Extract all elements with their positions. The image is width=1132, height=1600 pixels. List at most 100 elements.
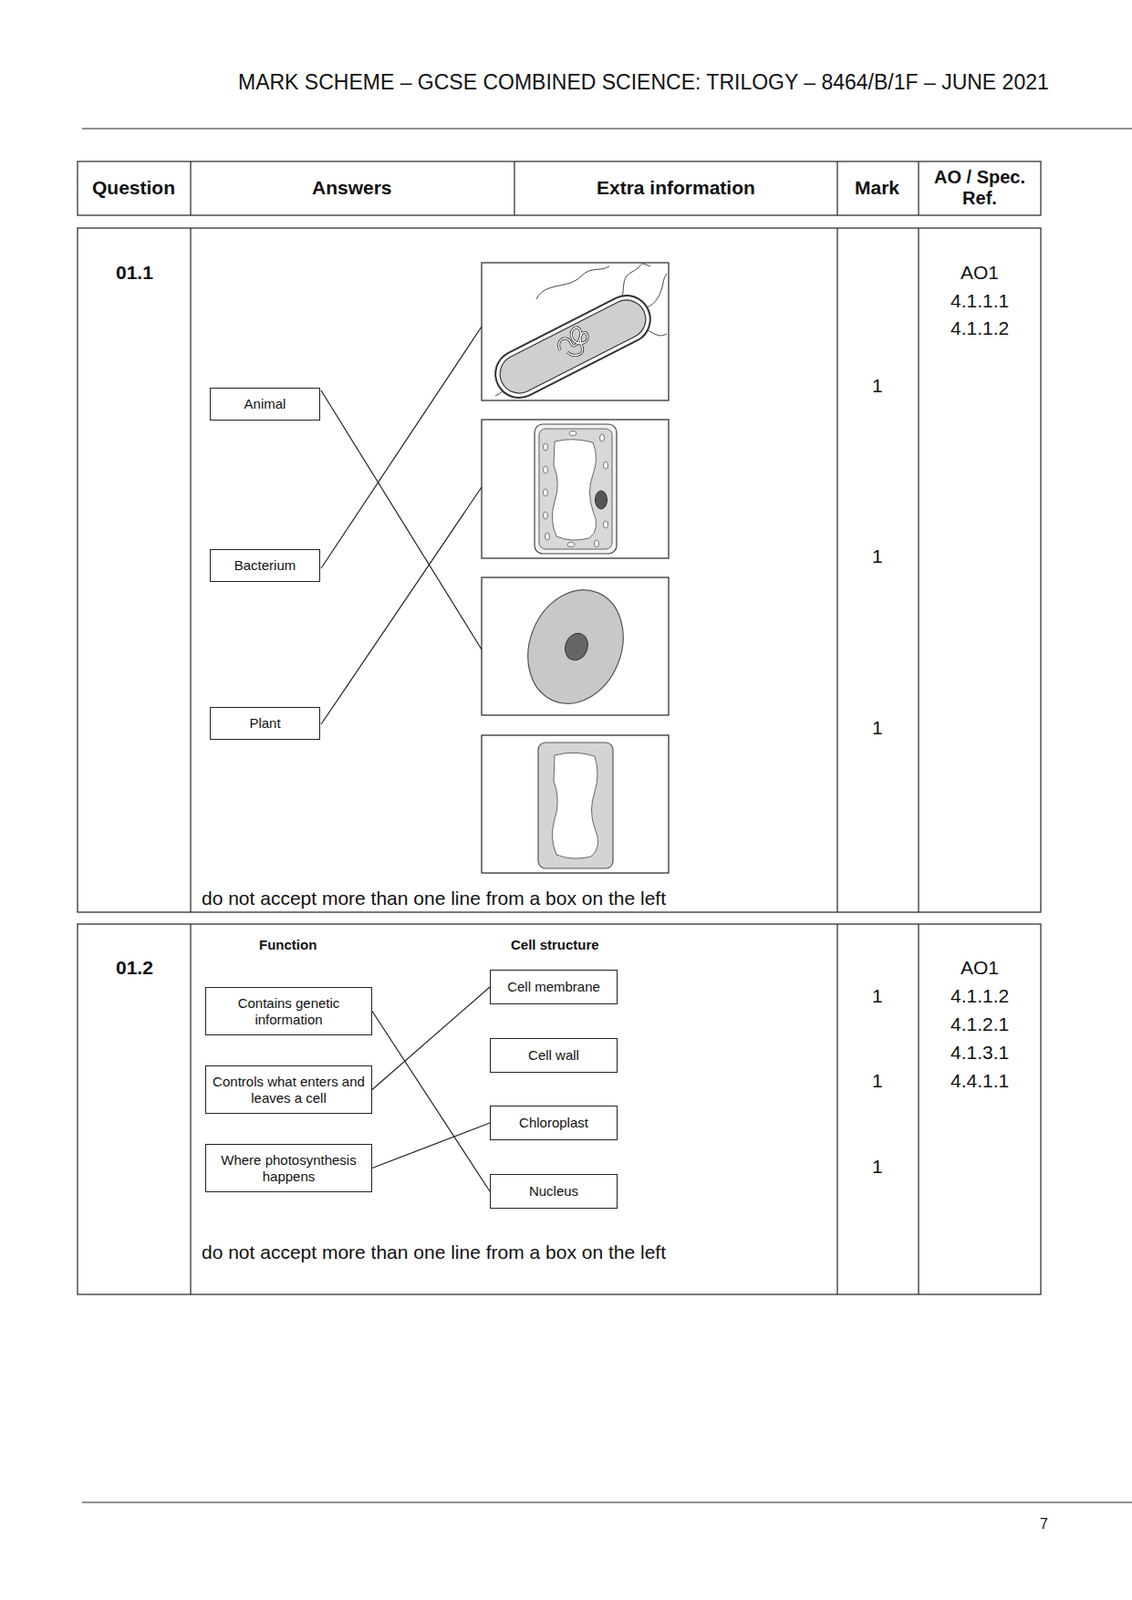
chloroplast (543, 511, 549, 520)
vacuole (551, 439, 596, 541)
picture-frame (481, 735, 669, 873)
column-line (836, 228, 838, 913)
label-text: 4.1.1.1 (950, 290, 1009, 312)
answer-box: Nucleus (489, 1173, 618, 1209)
chloroplast (545, 532, 551, 541)
chloroplast (594, 540, 600, 548)
bacterium-picture (481, 262, 669, 406)
column-line (189, 228, 191, 913)
answer-box: Animal (209, 387, 321, 421)
label-text: 4.1.2.1 (950, 1013, 1009, 1036)
column-line (917, 924, 919, 1295)
box-text: Animal (244, 395, 287, 412)
table-header (77, 161, 1041, 216)
label-text: Answers (311, 176, 393, 199)
cytoplasm (539, 428, 613, 550)
column-line (917, 228, 919, 913)
box-text: Plant (249, 715, 281, 731)
matching-line (372, 1122, 490, 1169)
plant-cell-picture (481, 419, 669, 559)
label-text: 1 (872, 1155, 883, 1178)
header-rule (82, 127, 1132, 129)
picture-frame (481, 262, 669, 401)
label-text: 4.1.3.1 (950, 1041, 1009, 1064)
label-text: Extra information (596, 176, 756, 199)
dna-loop (559, 327, 589, 355)
label-text: 1 (872, 985, 883, 1008)
chloroplast (543, 443, 549, 451)
cell-picture (481, 735, 669, 873)
label-text: Mark (854, 176, 900, 199)
answer-box: Where photosynthesis happens (205, 1143, 373, 1193)
nucleus (561, 630, 592, 664)
label-text: AO / Spec. Ref. (928, 166, 1031, 209)
label-text: do not accept more than one line from a … (201, 1241, 666, 1264)
box-text: Cell membrane (507, 978, 601, 995)
label-text: do not accept more than one line from a … (201, 887, 666, 910)
answer-box: Chloroplast (489, 1105, 618, 1141)
chloroplast (603, 520, 609, 529)
answer-box: Bacterium (209, 549, 321, 582)
chloroplast (569, 431, 577, 437)
answer-box: Controls what enters and leaves a cell (205, 1065, 373, 1114)
chloroplast (543, 466, 549, 474)
chloroplast (603, 461, 609, 469)
answer-box: Cell wall (489, 1038, 618, 1073)
cell-wall (487, 287, 659, 406)
label-text: 01.2 (115, 956, 154, 979)
column-line (917, 161, 919, 216)
matching-line (372, 986, 490, 1091)
label-text: MARK SCHEME – GCSE COMBINED SCIENCE: TRI… (238, 70, 1049, 94)
column-line (189, 924, 191, 1295)
column-line (836, 924, 838, 1295)
column-line (189, 161, 191, 216)
cytoplasm (493, 293, 653, 400)
vacuole (551, 752, 598, 859)
answer-box: Contains genetic information (205, 986, 373, 1036)
picture-frame (481, 419, 669, 559)
leader-line (321, 487, 482, 725)
chloroplast (567, 542, 575, 548)
label-text: 4.4.1.1 (950, 1069, 1009, 1092)
column-line (836, 161, 838, 216)
box-text: Nucleus (529, 1183, 579, 1199)
box-text: Where photosynthesis happens (211, 1152, 366, 1184)
answer-box: Cell membrane (489, 969, 618, 1005)
label-text: 4.1.1.2 (950, 317, 1009, 340)
cell-membrane (511, 575, 641, 718)
column-line (513, 161, 515, 216)
box-text: Chloroplast (519, 1114, 589, 1131)
leader-line (321, 390, 482, 650)
box-text: Bacterium (234, 557, 297, 573)
chloroplast (600, 434, 605, 442)
cell-wall (534, 424, 617, 554)
label-text: Question (92, 176, 176, 199)
label-text: 1 (872, 716, 883, 739)
answer-box: Plant (209, 706, 321, 740)
label-text: 7 (1039, 1516, 1049, 1533)
label-text: Function (259, 936, 317, 953)
flagellum (536, 266, 610, 300)
box-text: Contains genetic information (211, 995, 366, 1028)
label-text: Cell structure (510, 936, 600, 953)
leader-line (321, 326, 482, 569)
label-text: 1 (872, 374, 883, 397)
label-text: 01.1 (115, 261, 154, 284)
label-text: 4.1.1.2 (950, 985, 1009, 1008)
label-text: 1 (872, 1069, 883, 1092)
footer-rule (82, 1501, 1132, 1503)
label-text: AO1 (960, 261, 999, 284)
box-text: Cell wall (528, 1047, 580, 1063)
box-text: Controls what enters and leaves a cell (211, 1073, 366, 1106)
label-text: 1 (872, 545, 883, 568)
dna-loop (559, 327, 589, 355)
animal-cell-picture (481, 575, 669, 718)
chloroplast (543, 488, 549, 497)
nucleus (595, 490, 608, 509)
table-row (77, 228, 1041, 913)
label-text: AO1 (960, 956, 999, 979)
table-row (77, 924, 1041, 1295)
